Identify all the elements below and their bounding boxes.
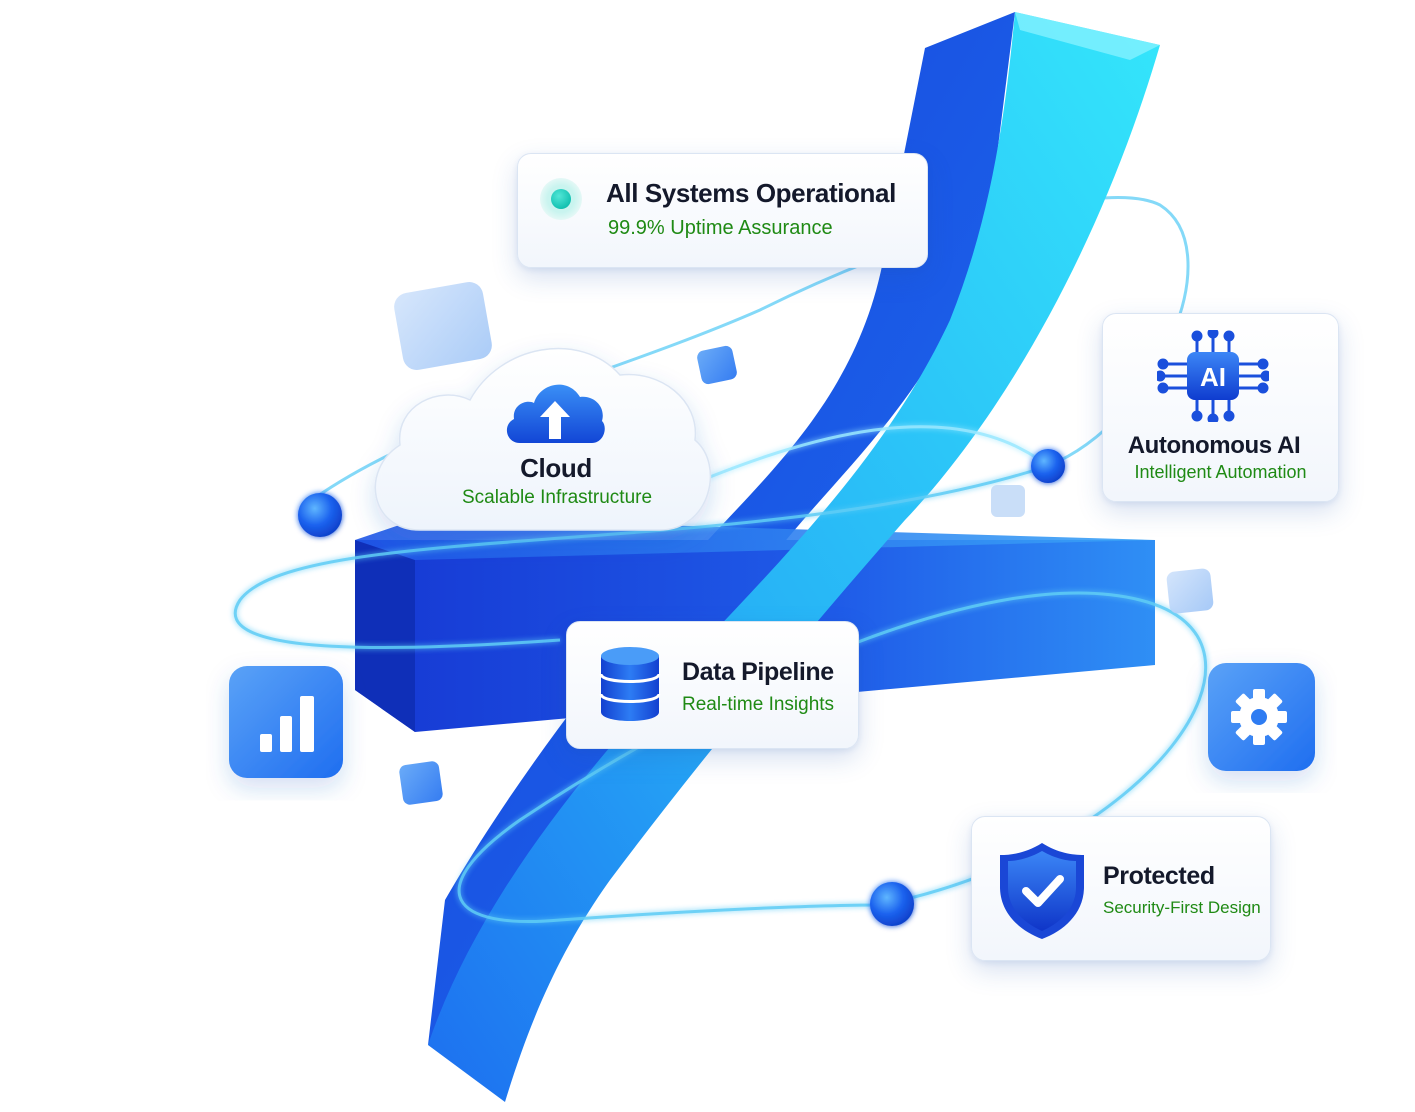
cloud-card: Cloud Scalable Infrastructure [376, 345, 706, 535]
pipeline-subtitle: Real-time Insights [682, 694, 835, 715]
pipeline-card: Data Pipeline Real-time Insights [566, 621, 859, 749]
gear-icon [1231, 689, 1287, 745]
cloud-upload-icon [506, 384, 605, 443]
ribbon-highlight [1015, 12, 1160, 60]
ai-card: AI Autonomous AI Intelligent Automation [1102, 313, 1339, 502]
pipeline-title: Data Pipeline [682, 658, 834, 686]
ribbon-front-face [428, 12, 1160, 1102]
float-tile [697, 345, 737, 385]
settings-tile [1208, 663, 1315, 771]
protected-subtitle: Security-First Design [1103, 898, 1261, 917]
orb [298, 493, 342, 537]
float-tile [394, 281, 492, 371]
orb [870, 882, 914, 926]
status-title: All Systems Operational [606, 178, 896, 208]
bar-end-cap [355, 540, 415, 732]
ai-chip-label: AI [1200, 362, 1226, 392]
protected-card: Protected Security-First Design [971, 816, 1271, 961]
status-subtitle: 99.9% Uptime Assurance [608, 217, 833, 239]
status-indicator-icon [551, 189, 571, 209]
protected-title: Protected [1103, 862, 1215, 890]
database-icon [599, 647, 661, 721]
status-card: All Systems Operational 99.9% Uptime Ass… [517, 153, 928, 268]
cloud-title: Cloud [520, 453, 592, 483]
float-tile [991, 485, 1025, 517]
orbit-ring-upper-front [689, 425, 1049, 487]
shield-check-icon [1000, 843, 1084, 939]
cloud-subtitle: Scalable Infrastructure [461, 487, 653, 508]
ai-title: Autonomous AI [1127, 432, 1301, 459]
ai-subtitle: Intelligent Automation [1134, 462, 1307, 482]
chart-tile [229, 666, 343, 778]
float-tile [399, 761, 443, 805]
orb [1031, 449, 1065, 483]
ai-chip-icon: AI [1157, 330, 1269, 422]
float-tile [1166, 568, 1214, 614]
bar-chart-icon [260, 696, 314, 752]
